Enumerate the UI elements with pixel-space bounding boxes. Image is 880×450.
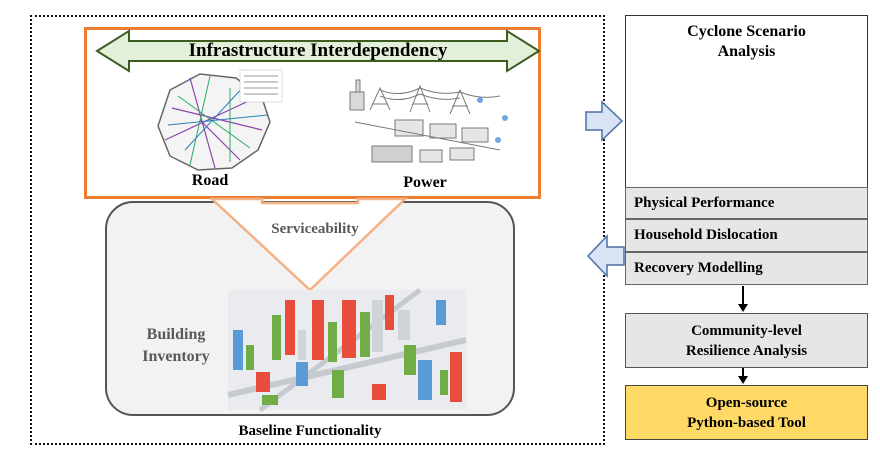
tool-line-1: Open-source [705,394,788,411]
tool-line-2: Python-based Tool [687,414,806,431]
power-grid-icon [349,79,508,163]
building-inventory-label: Building Inventory [126,324,226,368]
power-label: Power [403,174,447,191]
building-inventory-line-1: Building [146,326,206,343]
infrastructure-title: Infrastructure Interdependency [188,40,448,61]
open-source-tool-box: Open-source Python-based Tool [625,385,868,440]
city-3d-icon [227,288,467,412]
serviceability-arrow [208,197,409,292]
road-map-icon [157,69,283,171]
recovery-modelling-box: Recovery Modelling [625,252,868,285]
cyclone-scenario-title-line-2: Analysis [717,43,776,60]
arrow-to-scenario [585,100,624,142]
baseline-dotted-container [30,15,605,445]
community-resilience-box: Community-level Resilience Analysis [625,313,868,368]
interdependency-arrow [95,29,541,73]
baseline-functionality-label: Baseline Functionality [238,423,382,439]
building-inventory-line-2: Inventory [142,348,210,365]
cyclone-scenario-title-line-1: Cyclone Scenario [687,23,806,40]
community-line-1: Community-level [691,322,802,339]
community-line-2: Resilience Analysis [685,342,808,359]
physical-performance-box: Physical Performance [625,187,868,219]
road-label: Road [191,172,229,189]
household-dislocation-box: Household Dislocation [625,219,868,252]
cyclone-scenario-title: Cyclone Scenario Analysis [625,22,868,62]
arrow-from-scenario [586,234,625,278]
serviceability-label: Serviceability [271,221,359,237]
